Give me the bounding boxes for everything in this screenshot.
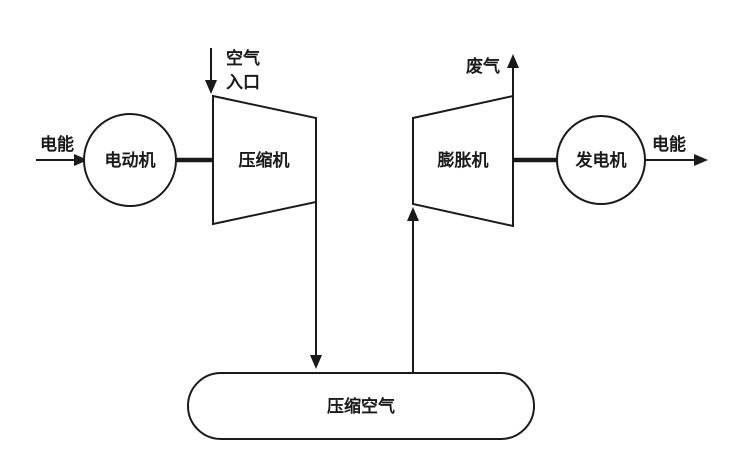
compressor-label: 压缩机 <box>239 150 290 171</box>
exhaust-arrowhead <box>507 54 519 68</box>
electric-input: 电能 <box>36 134 88 166</box>
expander: 膨胀机 <box>412 94 514 228</box>
air-inlet-arrowhead <box>205 80 217 94</box>
air-inlet: 空气 入口 <box>205 48 260 94</box>
storage-to-expander <box>407 207 419 373</box>
electric-output-arrowhead <box>694 154 708 166</box>
electric-output: 电能 <box>645 134 708 166</box>
air-inlet-label-line2: 入口 <box>226 73 260 93</box>
electric-output-label: 电能 <box>652 134 686 155</box>
motor-label: 电动机 <box>105 150 156 171</box>
compressor-to-storage-arrowhead <box>310 355 322 369</box>
compressor: 压缩机 <box>212 94 317 226</box>
air-storage-label: 压缩空气 <box>327 396 395 417</box>
exhaust: 废气 <box>466 54 519 96</box>
exhaust-label: 废气 <box>466 56 500 77</box>
expander-body <box>412 94 514 228</box>
electric-input-arrowhead <box>74 154 88 166</box>
expander-label: 膨胀机 <box>438 150 489 171</box>
air-storage-tank <box>187 372 535 440</box>
generator-label: 发电机 <box>575 150 627 171</box>
generator: 发电机 <box>556 115 646 205</box>
air-storage: 压缩空气 <box>187 372 535 440</box>
storage-to-expander-arrowhead <box>407 207 419 221</box>
air-inlet-label-line1: 空气 <box>226 48 260 69</box>
compressor-to-storage <box>310 202 322 369</box>
electric-input-label: 电能 <box>40 134 74 155</box>
motor: 电动机 <box>83 113 177 207</box>
